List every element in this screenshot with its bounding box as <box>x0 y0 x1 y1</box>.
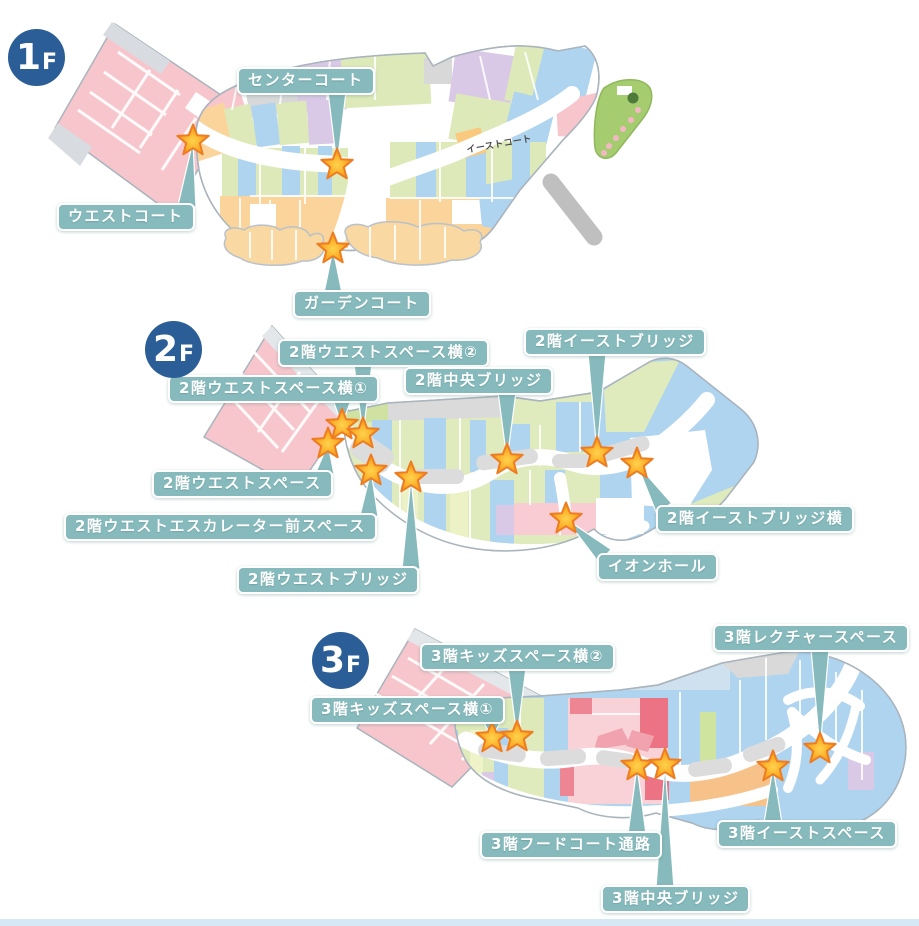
map-label-2f-west-space-side-1: 2階ウエストスペース横① <box>168 375 380 403</box>
map-label-2f-east-bridge-side: 2階イーストブリッジ横 <box>656 505 855 533</box>
map-label-2f-west-escalator-front-space: 2階ウエストエスカレーター前スペース <box>64 513 377 541</box>
map-label-3f-kids-space-side-1: 3階キッズスペース横① <box>310 696 505 724</box>
star-marker-2f-central-bridge <box>490 442 524 475</box>
map-label-2f-west-bridge: 2階ウエストブリッジ <box>237 566 420 594</box>
star-marker-2f-west-space-side-2 <box>346 416 380 449</box>
map-label-2f-west-space: 2階ウエストスペース <box>152 470 333 498</box>
star-marker-3f-lecture-space <box>803 731 837 764</box>
map-label-2f-west-space-side-2: 2階ウエストスペース横② <box>278 339 490 367</box>
star-marker-2f-east-bridge-side <box>620 446 654 479</box>
map-label-1f-west-court: ウエストコート <box>57 203 195 231</box>
star-marker-1f-west-court <box>176 123 210 156</box>
floor-badge-number: 2 <box>152 328 179 370</box>
star-marker-2f-west-bridge <box>394 460 428 493</box>
garden-court-blobs <box>223 221 483 267</box>
star-marker-2f-west-space <box>311 426 345 459</box>
map-label-2f-east-bridge: 2階イーストブリッジ <box>524 328 706 356</box>
star-marker-3f-kids-space-side-2 <box>500 719 534 752</box>
star-marker-1f-center-court <box>320 147 354 180</box>
map-label-3f-central-bridge: 3階中央ブリッジ <box>601 885 751 913</box>
star-marker-2f-east-bridge <box>580 435 614 468</box>
floor-badge-number: 1 <box>15 36 42 78</box>
map-label-3f-east-space: 3階イーストスペース <box>717 820 897 848</box>
map-label-2f-aeon-hall: イオンホール <box>597 553 719 581</box>
map-label-1f-garden-court: ガーデンコート <box>293 290 431 318</box>
floor-badge-suffix: F <box>346 652 362 678</box>
floor-badge-suffix: F <box>179 341 195 367</box>
star-marker-3f-central-bridge <box>648 747 682 780</box>
star-marker-2f-west-space-side-1 <box>325 407 359 440</box>
star-marker-3f-east-space <box>756 749 790 782</box>
bottom-strip <box>0 919 919 926</box>
event-space-stars <box>176 123 837 782</box>
star-marker-2f-aeon-hall <box>549 501 583 534</box>
floor-badge-suffix: F <box>42 49 58 75</box>
map-label-3f-kids-space-side-2: 3階キッズスペース横② <box>420 643 615 671</box>
floor-badge-number: 3 <box>319 639 346 681</box>
map-label-2f-central-bridge: 2階中央ブリッジ <box>404 367 554 395</box>
star-marker-1f-garden-court <box>316 231 350 264</box>
map-label-3f-food-court-aisle: 3階フードコート通路 <box>480 831 663 859</box>
ramp-strip <box>542 173 603 246</box>
star-marker-2f-west-escalator-front-space <box>354 453 388 486</box>
map-label-1f-center-court: センターコート <box>237 67 375 95</box>
map-label-3f-lecture-space: 3階レクチャースペース <box>713 624 910 652</box>
